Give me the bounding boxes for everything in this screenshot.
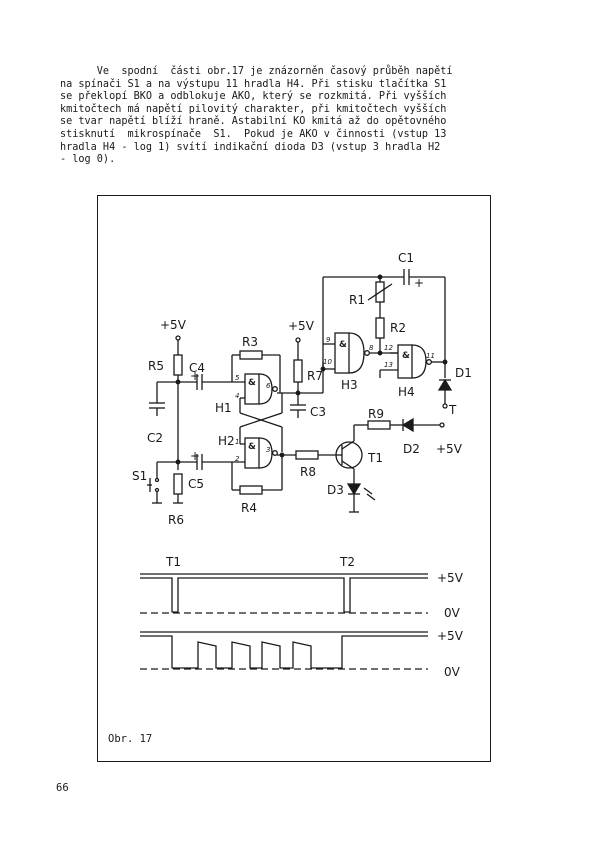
body-paragraph: Ve spodní části obr.17 je znázorněn časo… (60, 66, 546, 167)
label-h3: H3 (341, 378, 358, 392)
figure-caption: Obr. 17 (108, 733, 153, 745)
pin-10: 10 (323, 358, 332, 366)
resistor-r8 (295, 450, 319, 460)
label-r2: R2 (390, 321, 406, 335)
label-r4: R4 (241, 501, 257, 515)
label-h1: H1 (215, 401, 232, 415)
waveform-output (140, 631, 428, 669)
label-supply-right: +5V (436, 442, 463, 456)
resistor-r7 (293, 359, 303, 383)
resistor-r2 (375, 317, 385, 339)
label-r7: R7 (307, 369, 323, 383)
resistor-r3 (239, 350, 263, 360)
supply-terminal (175, 335, 181, 341)
label-c4: C4 (189, 361, 205, 375)
paragraph-line: hradla H4 - log 1) svítí indikační dioda… (60, 141, 441, 153)
paragraph-line: se tvar napětí blíží hraně. Astabilní KO… (60, 116, 447, 128)
label-h4: H4 (398, 385, 415, 399)
paragraph-line: na spínači S1 a na výstupu 11 hradla H4.… (60, 78, 447, 90)
gate-h1-symbol: & (248, 378, 256, 388)
gate-h3-symbol: & (339, 340, 347, 350)
label-c5: C5 (188, 477, 204, 491)
label-c1: C1 (398, 251, 414, 265)
pin-9: 9 (326, 336, 331, 344)
pin-12: 12 (384, 344, 393, 352)
figure-frame (97, 195, 491, 762)
resistor-r4 (239, 485, 263, 495)
label-low-1: 0V (444, 606, 461, 620)
label-r9: R9 (368, 407, 384, 421)
resistor-r6 (173, 473, 183, 495)
label-t-terminal: T (448, 403, 457, 417)
paragraph-line: kmitočtech má napětí pilovitý charakter,… (60, 103, 447, 115)
pin-5: 5 (235, 374, 240, 382)
diode-d1 (437, 378, 453, 391)
label-low-2: 0V (444, 665, 461, 679)
label-supply-center: +5V (288, 319, 315, 333)
resistor-r9 (367, 420, 391, 430)
waveform-switch (140, 573, 428, 613)
paragraph-line: Ve spodní části obr.17 je znázorněn časo… (60, 66, 453, 77)
label-high-1: +5V (437, 571, 464, 585)
label-s1: S1 (132, 469, 147, 483)
pin-13: 13 (384, 361, 393, 369)
timing-marker-t2: T2 (339, 555, 355, 569)
label-r1: R1 (349, 293, 365, 307)
gate-h2 (244, 437, 260, 469)
label-r5: R5 (148, 359, 164, 373)
label-t1: T1 (367, 451, 383, 465)
transistor-t1 (335, 441, 363, 469)
gate-h1 (244, 373, 260, 405)
led-d3 (346, 483, 362, 496)
paragraph-line: se překlopí BKO a odblokuje AKO, který s… (60, 91, 447, 103)
pin-11: 11 (426, 352, 435, 360)
label-r8: R8 (300, 465, 316, 479)
gate-h4 (397, 344, 413, 379)
gate-h4-symbol: & (402, 351, 410, 361)
label-c4-plus: + (190, 369, 200, 383)
paragraph-line: stisknutí mikrospínače S1. Pokud je AKO … (60, 128, 447, 140)
label-c1-plus: + (414, 276, 424, 290)
label-r6: R6 (168, 513, 184, 527)
label-c2: C2 (147, 431, 163, 445)
pin-2: 2 (235, 455, 240, 463)
diode-d2 (401, 417, 414, 433)
potentiometer-arrow (367, 283, 393, 301)
page-number: 66 (56, 782, 69, 794)
label-high-2: +5V (437, 629, 464, 643)
label-c3: C3 (310, 405, 326, 419)
label-supply-left: +5V (160, 318, 187, 332)
label-d2: D2 (403, 442, 420, 456)
pin-8: 8 (369, 344, 374, 352)
timing-marker-t1: T1 (165, 555, 181, 569)
label-c5-plus: + (190, 449, 200, 463)
label-d1: D1 (455, 366, 472, 380)
gate-h3 (334, 332, 350, 374)
paragraph-line: - log 0). (60, 154, 116, 166)
gate-h2-symbol: & (248, 442, 256, 452)
pin-4: 4 (235, 392, 239, 400)
resistor-r5 (173, 354, 183, 376)
label-d3: D3 (327, 483, 344, 497)
label-h2: H2 (218, 434, 235, 448)
pin-6: 6 (266, 382, 271, 390)
pin-1: 1 (235, 438, 239, 446)
pin-3: 3 (266, 446, 270, 454)
label-r3: R3 (242, 335, 258, 349)
